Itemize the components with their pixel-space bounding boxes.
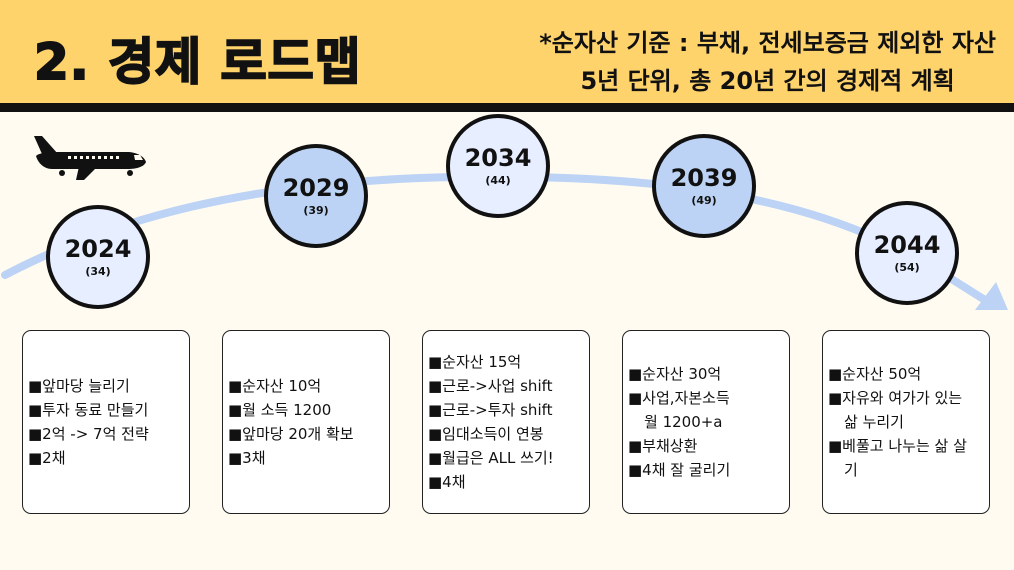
header-note: *순자산 기준 : 부채, 전세보증금 제외한 자산 5년 단위, 총 20년 … xyxy=(539,24,996,100)
plan-item: ■앞마당 늘리기 xyxy=(28,377,130,395)
arrow-head-icon xyxy=(975,282,1008,310)
plan-item: ■3채 xyxy=(228,449,266,467)
milestone-age: (54) xyxy=(894,261,920,274)
plan-item: ■베풀고 나누는 삶 살 xyxy=(828,437,967,455)
page-title: 2. 경제 로드맵 xyxy=(33,32,362,92)
milestone-circle-2024: 2024 (34) xyxy=(46,205,150,309)
milestone-year: 2034 xyxy=(464,144,532,172)
plan-item: ■2억 -> 7억 전략 xyxy=(28,425,149,443)
airplane-icon xyxy=(34,136,146,180)
plan-item: ■자유와 여가가 있는 xyxy=(828,389,963,407)
milestone-circle-2034: 2034 (44) xyxy=(446,114,550,218)
plan-item: ■순자산 30억 xyxy=(628,365,722,383)
plan-item: ■근로->투자 shift xyxy=(428,401,553,419)
plan-item: ■월 소득 1200 xyxy=(228,401,332,419)
plan-item: ■2채 xyxy=(28,449,66,467)
note-line-1: *순자산 기준 : 부채, 전세보증금 제외한 자산 xyxy=(539,29,996,57)
note-line-2: 5년 단위, 총 20년 간의 경제적 계획 xyxy=(580,67,955,95)
plan-item: ■월급은 ALL 쓰기! xyxy=(428,449,554,467)
milestone-circle-2029: 2029 (39) xyxy=(264,144,368,248)
plan-item: ■부채상환 xyxy=(628,437,698,455)
plan-item: 삶 누리기 xyxy=(844,413,904,431)
milestone-circle-2039: 2039 (49) xyxy=(652,134,756,238)
plan-item: ■근로->사업 shift xyxy=(428,377,553,395)
plan-item: ■사업,자본소득 xyxy=(628,389,730,407)
milestone-age: (44) xyxy=(485,174,511,187)
plan-item: 월 1200+a xyxy=(644,413,723,431)
milestone-year: 2039 xyxy=(670,164,738,192)
milestone-age: (39) xyxy=(303,204,329,217)
plan-item: ■4채 xyxy=(428,473,466,491)
plan-item: ■임대소득이 연봉 xyxy=(428,425,544,443)
plan-item: 기 xyxy=(844,461,858,479)
plan-card: ■순자산 15억 ■근로->사업 shift ■근로->투자 shift ■임대소득이… xyxy=(422,330,590,514)
plan-card: ■순자산 10억 ■월 소득 1200 ■앞마당 20개 확보 ■3채 xyxy=(222,330,390,514)
plan-item: ■순자산 10억 xyxy=(228,377,322,395)
plan-item: ■앞마당 20개 확보 xyxy=(228,425,354,443)
plan-item: ■순자산 15억 xyxy=(428,353,522,371)
milestone-year: 2024 xyxy=(64,235,132,263)
plan-item: ■4채 잘 굴리기 xyxy=(628,461,731,479)
plan-item: ■순자산 50억 xyxy=(828,365,922,383)
header-banner: 2. 경제 로드맵 *순자산 기준 : 부채, 전세보증금 제외한 자산 5년 … xyxy=(0,0,1014,103)
milestone-year: 2029 xyxy=(282,174,350,202)
milestone-year: 2044 xyxy=(873,231,941,259)
milestone-age: (34) xyxy=(85,265,111,278)
plan-item: ■투자 동료 만들기 xyxy=(28,401,149,419)
milestone-circle-2044: 2044 (54) xyxy=(855,201,959,305)
milestone-age: (49) xyxy=(691,194,717,207)
plan-card: ■앞마당 늘리기 ■투자 동료 만들기 ■2억 -> 7억 전략 ■2채 xyxy=(22,330,190,514)
header-divider xyxy=(0,103,1014,112)
